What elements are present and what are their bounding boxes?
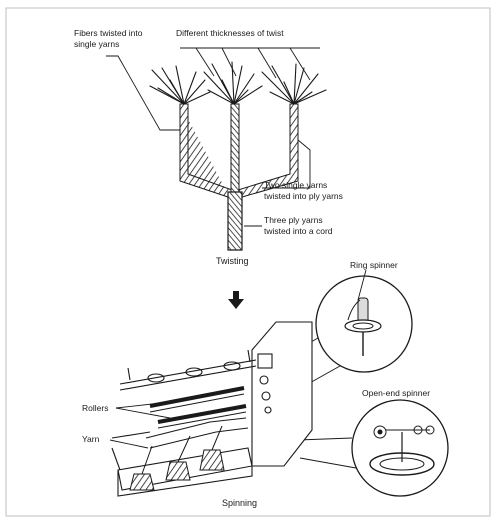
label-two-ply-line2: twisted into ply yarns: [264, 191, 343, 201]
label-thickness: Different thicknesses of twist: [176, 28, 284, 38]
label-fibers-line2: single yarns: [74, 39, 119, 49]
label-open-end-spinner: Open-end spinner: [362, 388, 430, 398]
label-fibers-line1: Fibers twisted into: [74, 28, 143, 38]
label-two-ply-line1: Two single yarns: [264, 180, 327, 190]
label-ring-spinner: Ring spinner: [350, 260, 398, 270]
caption-spinning: Spinning: [222, 498, 257, 508]
single-yarn-center-strand: [231, 104, 239, 192]
three-ply-cord: [228, 192, 242, 250]
label-yarn: Yarn: [82, 434, 100, 444]
label-three-ply-line1: Three ply yarns: [264, 215, 323, 225]
label-rollers: Rollers: [82, 403, 108, 413]
caption-twisting: Twisting: [216, 256, 249, 266]
label-three-ply-line2: twisted into a cord: [264, 226, 333, 236]
